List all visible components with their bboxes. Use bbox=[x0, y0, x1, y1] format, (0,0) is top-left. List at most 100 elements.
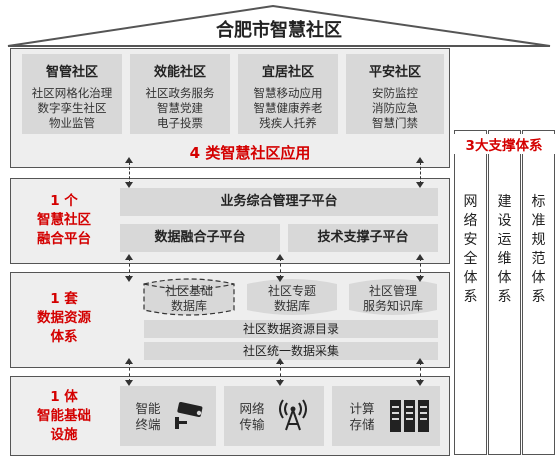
app-tile-efficiency: 效能社区 社区政务服务 智慧党建 电子投票 bbox=[130, 54, 230, 134]
app-tile-line: 智慧健康养老 bbox=[253, 101, 323, 115]
db-basic-line: 数据库 bbox=[170, 299, 207, 313]
platform-label-line: 融合平台 bbox=[37, 231, 91, 247]
app-tile-line: 社区政务服务 bbox=[145, 86, 215, 100]
database-cylinder-basic bbox=[143, 278, 235, 316]
app-tile-title: 宜居社区 bbox=[261, 65, 314, 80]
support-char: 设 bbox=[497, 213, 512, 229]
app-tile-title: 智管社区 bbox=[45, 65, 98, 80]
infra-network-line: 传输 bbox=[239, 417, 265, 432]
connector-line bbox=[280, 362, 281, 382]
support-column-text: 标 准 规 范 体 系 bbox=[523, 193, 554, 307]
support-char: 系 bbox=[463, 289, 478, 305]
infra-compute-line: 计算 bbox=[349, 401, 375, 416]
infra-label-line: 智能基础 bbox=[37, 408, 91, 424]
connector-line bbox=[129, 162, 130, 184]
data-label: 1 套 数据资源 体系 bbox=[16, 290, 112, 347]
data-collection-bar: 社区统一数据采集 bbox=[144, 342, 438, 360]
app-tile-smart-governance: 智管社区 社区网格化治理 数字孪生社区 物业监管 bbox=[22, 54, 122, 134]
arrow-down-icon bbox=[416, 380, 424, 386]
db-topic-text: 社区专题 数据库 bbox=[244, 284, 340, 314]
arrow-up-icon bbox=[125, 358, 133, 364]
platform-label: 1 个 智慧社区 融合平台 bbox=[16, 192, 112, 249]
arrow-down-icon bbox=[276, 276, 284, 282]
data-label-line: 数据资源 bbox=[37, 310, 91, 326]
page-title: 合肥市智慧社区 bbox=[216, 20, 342, 41]
infra-label: 1 体 智能基础 设施 bbox=[16, 388, 112, 445]
arrow-up-icon bbox=[125, 254, 133, 260]
arrow-up-icon bbox=[416, 254, 424, 260]
support-column-construction-ops: 建 设 运 维 体 系 bbox=[488, 130, 521, 455]
apps-caption: 4 类智慧社区应用 bbox=[189, 144, 311, 162]
app-tile-line: 智慧移动应用 bbox=[253, 86, 323, 100]
support-char: 安 bbox=[463, 232, 478, 248]
data-label-line: 1 套 bbox=[50, 291, 78, 307]
app-tile-safety: 平安社区 安防监控 消防应急 智慧门禁 bbox=[346, 54, 444, 134]
app-tile-line: 智慧党建 bbox=[157, 101, 203, 115]
business-subplatform-bar: 业务综合管理子平台 bbox=[120, 188, 438, 216]
db-basic-text: 社区基础 数据库 bbox=[140, 284, 238, 314]
support-char: 体 bbox=[531, 270, 546, 286]
support-char: 系 bbox=[497, 289, 512, 305]
support-char: 运 bbox=[497, 232, 512, 248]
server-icon bbox=[390, 400, 429, 432]
support-char: 维 bbox=[497, 251, 512, 267]
support-char: 规 bbox=[531, 232, 546, 248]
infra-network-text: 网络 传输 bbox=[230, 401, 274, 433]
app-tile-line: 物业监管 bbox=[49, 116, 95, 130]
arrow-down-icon bbox=[416, 182, 424, 188]
infra-compute-text: 计算 存储 bbox=[340, 401, 384, 433]
arrow-up-icon bbox=[276, 358, 284, 364]
platform-label-line: 1 个 bbox=[50, 193, 78, 209]
support-column-network-security: 网 络 安 全 体 系 bbox=[454, 130, 487, 455]
connector-line bbox=[129, 362, 130, 382]
platform-label-line: 智慧社区 bbox=[37, 212, 91, 228]
database-cylinder-knowledge bbox=[349, 279, 437, 315]
support-char: 络 bbox=[463, 213, 478, 229]
arrow-up-icon bbox=[416, 157, 424, 163]
db-topic-line: 社区专题 bbox=[267, 284, 316, 298]
db-topic-line: 数据库 bbox=[273, 299, 310, 313]
connector-line bbox=[129, 258, 130, 278]
support-column-standards: 标 准 规 范 体 系 bbox=[522, 130, 555, 455]
app-tile-line: 安防监控 bbox=[372, 86, 418, 100]
support-char: 体 bbox=[463, 270, 478, 286]
infra-tile-network bbox=[224, 386, 324, 446]
arrow-down-icon bbox=[276, 380, 284, 386]
connector-line bbox=[420, 258, 421, 278]
arrow-down-icon bbox=[125, 182, 133, 188]
app-tile-line: 消防应急 bbox=[372, 101, 418, 115]
roof-shape bbox=[7, 4, 551, 47]
support-char: 体 bbox=[497, 270, 512, 286]
connector-line bbox=[420, 362, 421, 382]
app-tile-line: 数字孪生社区 bbox=[37, 101, 107, 115]
connector-line bbox=[420, 162, 421, 184]
support-char: 准 bbox=[531, 213, 546, 229]
camera-icon bbox=[175, 401, 203, 429]
support-char: 全 bbox=[463, 251, 478, 267]
app-tile-line: 智慧门禁 bbox=[372, 116, 418, 130]
support-caption: 3大支撑体系 bbox=[452, 134, 556, 154]
app-tile-line: 社区网格化治理 bbox=[31, 86, 113, 100]
infra-label-line: 设施 bbox=[50, 427, 78, 443]
app-tile-line: 电子投票 bbox=[157, 116, 203, 130]
infra-terminal-line: 智能 bbox=[135, 401, 161, 416]
support-char: 系 bbox=[531, 289, 546, 305]
db-knowledge-line: 服务知识库 bbox=[362, 299, 423, 313]
infra-network-line: 网络 bbox=[239, 401, 265, 416]
arrow-down-icon bbox=[125, 276, 133, 282]
db-basic-line: 社区基础 bbox=[164, 284, 213, 298]
arrow-up-icon bbox=[416, 358, 424, 364]
db-knowledge-line: 社区管理 bbox=[368, 284, 417, 298]
connector-line bbox=[280, 258, 281, 278]
tech-support-subplatform-bar: 技术支撑子平台 bbox=[288, 224, 438, 252]
support-char: 范 bbox=[531, 251, 546, 267]
support-column-text: 建 设 运 维 体 系 bbox=[489, 193, 520, 307]
arrow-down-icon bbox=[416, 276, 424, 282]
support-char: 标 bbox=[531, 194, 546, 210]
infra-label-line: 1 体 bbox=[50, 389, 78, 405]
arrow-up-icon bbox=[276, 254, 284, 260]
antenna-icon bbox=[279, 399, 307, 431]
infra-terminal-line: 终端 bbox=[135, 417, 161, 432]
arrow-down-icon bbox=[125, 380, 133, 386]
app-tile-title: 平安社区 bbox=[368, 65, 421, 80]
